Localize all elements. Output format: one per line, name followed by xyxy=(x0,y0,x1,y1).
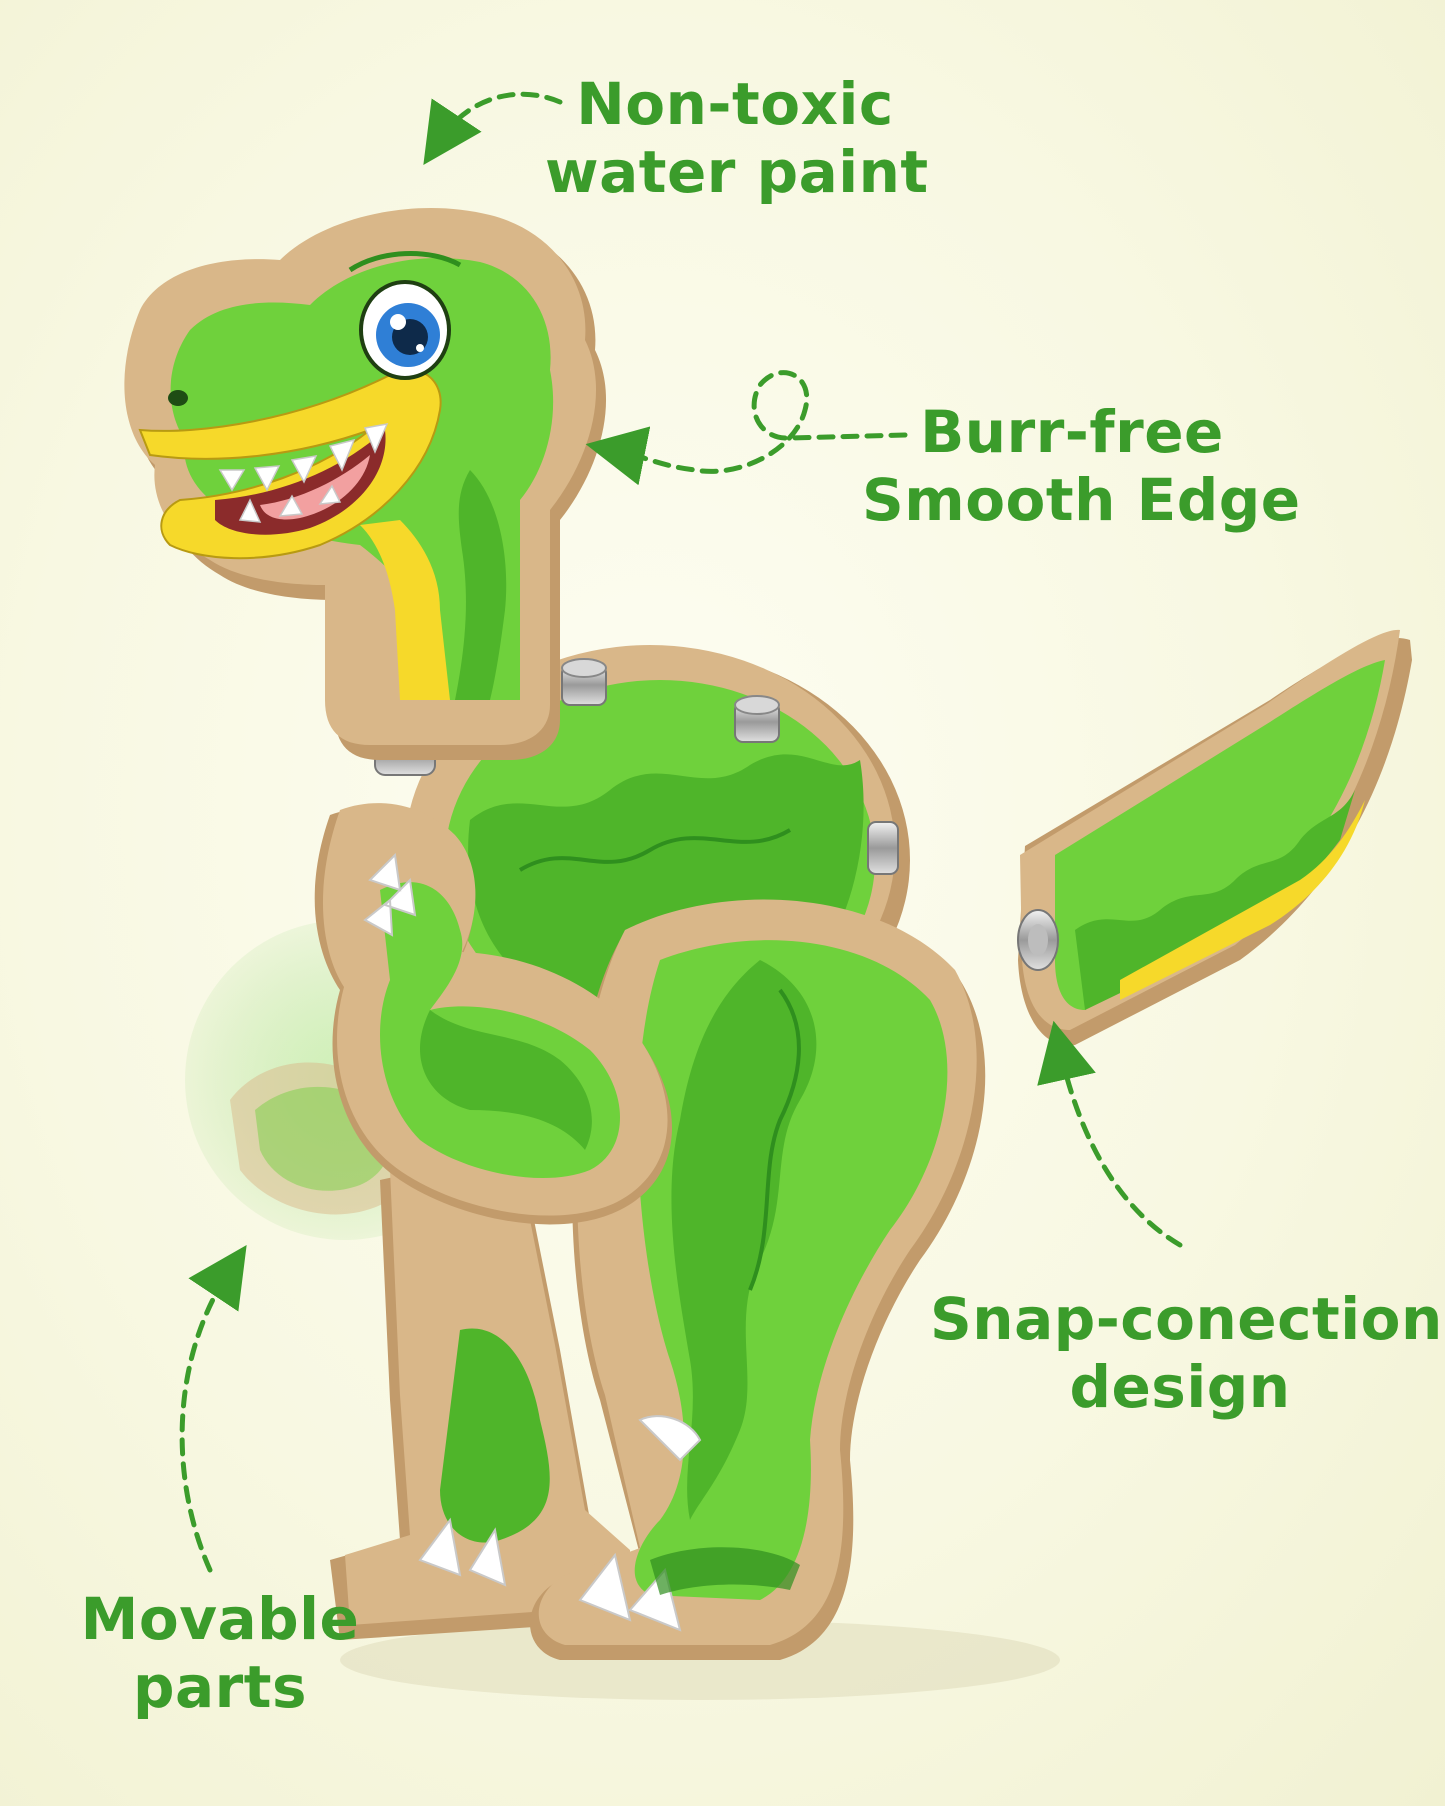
dino-eye-icon xyxy=(359,280,451,380)
callout-non-toxic: Non-toxic water paint xyxy=(545,70,929,206)
callout-snap-connection-line2: design xyxy=(1069,1353,1291,1421)
dashed-curved-arrow-icon xyxy=(423,91,563,165)
snap-button xyxy=(734,695,780,743)
snap-button xyxy=(867,821,899,875)
dino-head xyxy=(124,207,607,776)
dino-arm xyxy=(314,803,673,1225)
dashed-curved-arrow-icon xyxy=(1037,1020,1183,1248)
callout-snap-connection-line1: Snap-conection xyxy=(930,1285,1443,1353)
callout-movable-parts: Movable parts xyxy=(70,1585,370,1721)
dashed-loop-arrow-icon xyxy=(585,370,908,486)
callout-burr-free: Burr-free Smooth Edge xyxy=(862,398,1301,534)
callout-movable-parts-line2: parts xyxy=(132,1653,307,1721)
callout-burr-free-line2: Smooth Edge xyxy=(862,466,1301,534)
callout-non-toxic-line2: water paint xyxy=(545,138,929,206)
callout-snap-connection: Snap-conection design xyxy=(930,1285,1443,1421)
dino-tail xyxy=(1017,629,1412,1046)
callout-non-toxic-line1: Non-toxic xyxy=(576,70,894,138)
dino-leg-back xyxy=(330,1145,640,1640)
callout-burr-free-line1: Burr-free xyxy=(920,398,1224,466)
snap-button xyxy=(561,658,607,706)
callout-movable-parts-line1: Movable xyxy=(80,1585,360,1653)
dashed-curved-arrow-icon xyxy=(179,1245,247,1573)
